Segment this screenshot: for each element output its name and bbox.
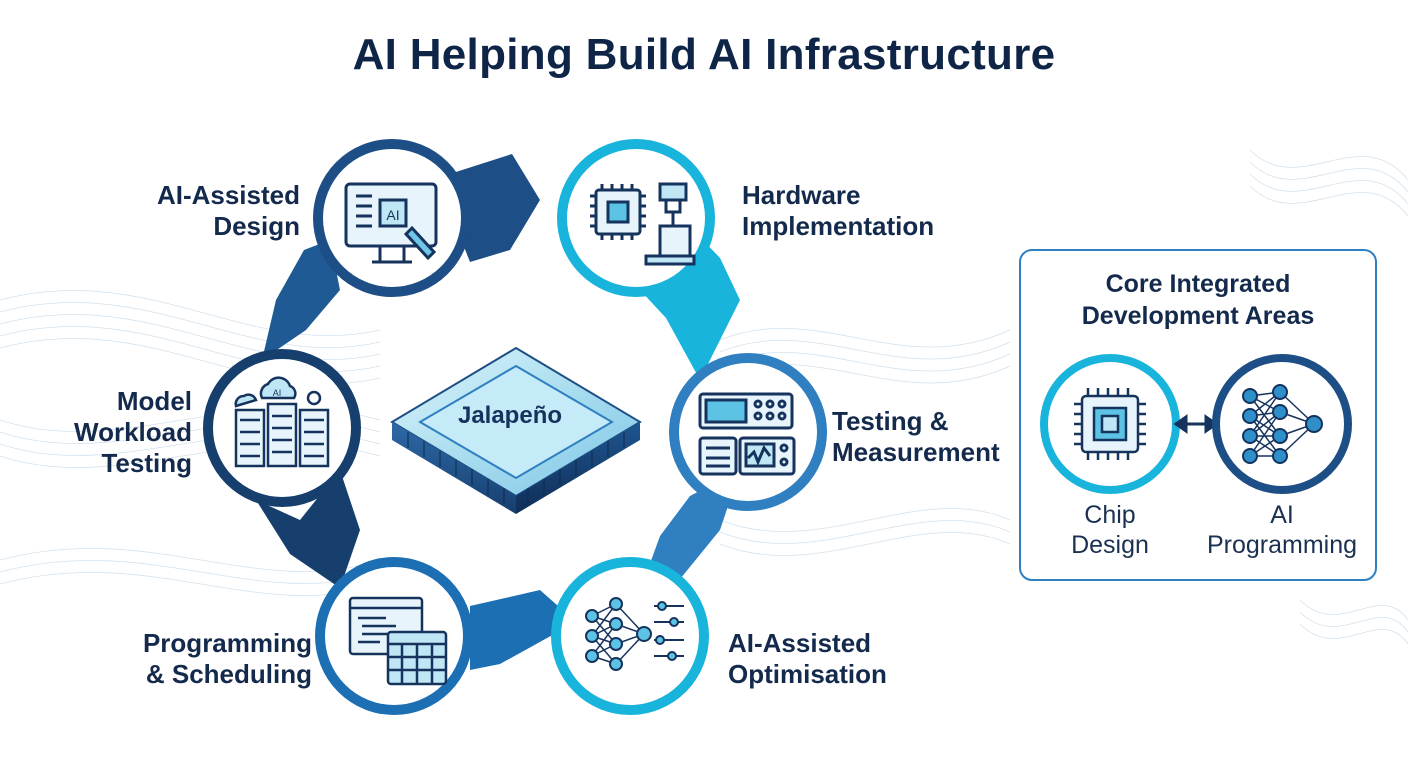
stage-label-testing-measurement: Testing & Measurement bbox=[832, 406, 1022, 468]
stage-label-line: Testing bbox=[101, 448, 192, 478]
stage-node-programming-scheduling bbox=[315, 557, 473, 715]
stage-node-testing-measurement bbox=[669, 353, 827, 511]
stage-label-ai-assisted-optimisation: AI-Assisted Optimisation bbox=[728, 628, 928, 690]
area-label-line: Design bbox=[1071, 531, 1149, 559]
core-areas-panel bbox=[1019, 249, 1377, 581]
stage-node-model-workload-testing: AI bbox=[203, 349, 361, 507]
area-label-line: Chip bbox=[1084, 501, 1136, 529]
center-chip-label: Jalapeño bbox=[457, 402, 563, 429]
core-areas-title: Core Integrated Development Areas bbox=[1020, 268, 1376, 332]
area-label-line: AI bbox=[1270, 501, 1294, 529]
stage-label-line: AI-Assisted bbox=[728, 628, 872, 658]
stage-label-line: Implementation bbox=[742, 211, 935, 241]
area-label-line: Programming bbox=[1206, 531, 1358, 559]
ring-arrow-optimisation-to-programming bbox=[470, 590, 576, 670]
svg-text:AI: AI bbox=[273, 388, 282, 398]
stage-label-line: Workload bbox=[74, 417, 192, 447]
ring-arrow-programming-to-workload bbox=[256, 470, 360, 588]
ai-programming-node bbox=[1212, 354, 1352, 494]
double-arrow-icon bbox=[1173, 414, 1219, 434]
page-title: AI Helping Build AI Infrastructure bbox=[352, 30, 1056, 79]
area-label-chip-design: Chip Design bbox=[1010, 500, 1210, 560]
ring-arrow-workload-to-design bbox=[262, 240, 340, 360]
stage-label-line: Design bbox=[213, 211, 300, 241]
stage-label-line: Model bbox=[116, 386, 192, 416]
stage-label-ai-assisted-design: AI-Assisted Design bbox=[118, 180, 300, 242]
core-areas-title-line: Development Areas bbox=[1081, 302, 1315, 330]
chip-design-node bbox=[1040, 354, 1180, 494]
chip-fabrication-icon bbox=[590, 182, 696, 266]
stage-label-line: Testing & bbox=[832, 406, 949, 436]
stage-label-hardware-implementation: Hardware Implementation bbox=[742, 180, 972, 242]
neural-network-icon bbox=[1242, 384, 1323, 464]
stage-label-line: Programming bbox=[142, 628, 312, 658]
stage-label-programming-scheduling: Programming & Scheduling bbox=[120, 628, 312, 690]
code-calendar-icon bbox=[348, 596, 448, 686]
monitor-ai-design-icon: AI bbox=[344, 182, 438, 264]
background-waves bbox=[0, 149, 1408, 645]
stage-label-line: Measurement bbox=[832, 437, 1000, 467]
stage-node-ai-assisted-design: AI bbox=[313, 139, 471, 297]
area-label-ai-programming: AI Programming bbox=[1182, 500, 1382, 560]
test-equipment-icon bbox=[698, 392, 796, 476]
stage-label-line: AI-Assisted bbox=[156, 180, 300, 210]
stage-label-line: Hardware bbox=[742, 180, 861, 210]
server-rack-cloud-icon: AI bbox=[234, 376, 330, 468]
chip-icon bbox=[1074, 388, 1146, 460]
svg-text:AI: AI bbox=[386, 207, 399, 223]
stage-label-model-workload-testing: Model Workload Testing bbox=[60, 386, 192, 479]
stage-node-hardware-implementation bbox=[557, 139, 715, 297]
neural-network-sliders-icon bbox=[585, 597, 684, 671]
core-areas-title-line: Core Integrated bbox=[1105, 270, 1291, 298]
stage-label-line: & Scheduling bbox=[145, 659, 312, 689]
stage-node-ai-assisted-optimisation bbox=[551, 557, 709, 715]
center-chip bbox=[390, 346, 642, 514]
stage-label-line: Optimisation bbox=[728, 659, 887, 689]
